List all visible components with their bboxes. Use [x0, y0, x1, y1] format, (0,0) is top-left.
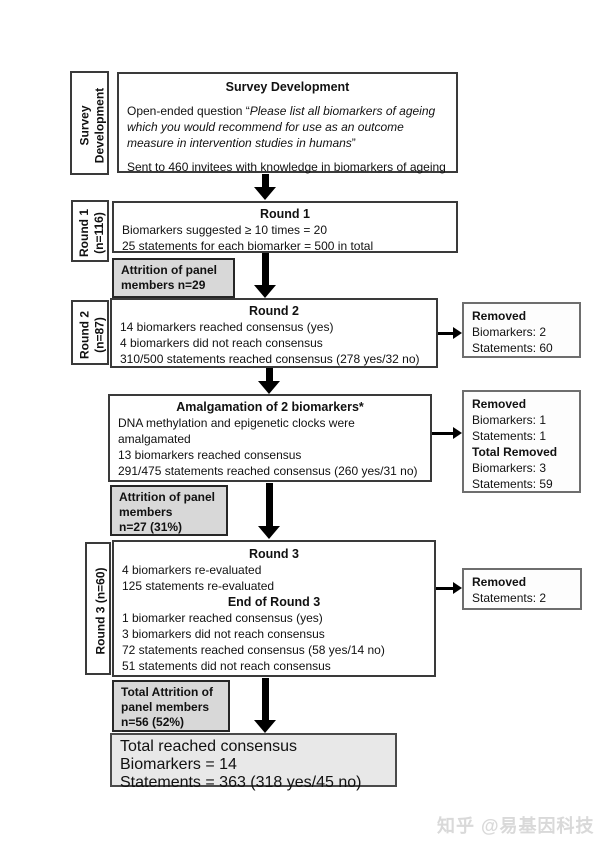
- arrow-down-icon: [258, 368, 280, 394]
- removed-line: Statements: 1: [472, 429, 547, 443]
- attrition-round-1-box: Attrition of panel members n=29: [112, 258, 235, 298]
- stage-label-survey-development: Survey Development: [70, 71, 109, 175]
- stage-label-text: Round 1: [77, 209, 91, 257]
- removed-title: Removed: [472, 575, 527, 589]
- removed-line: Statements: 59: [472, 477, 553, 491]
- attrition-line: Attrition of panel: [119, 490, 215, 504]
- box-line: 51 statements did not reach consensus: [122, 659, 331, 673]
- attrition-line: members n=29: [121, 278, 206, 292]
- arrow-down-icon: [254, 174, 276, 200]
- stage-label-round-1: Round 1 (n=116): [71, 200, 109, 262]
- box-line: Biomarkers = 14: [120, 756, 237, 773]
- box-line: 4 biomarkers did not reach consensus: [120, 336, 323, 350]
- survey-question: Open-ended question “Please list all bio…: [127, 104, 436, 150]
- box-line: Statements = 363 (318 yes/45 no): [120, 774, 362, 791]
- total-consensus-box: Total reached consensus Biomarkers = 14 …: [110, 733, 397, 791]
- box-title: Amalgamation of 2 biomarkers*: [176, 400, 364, 414]
- stage-label-round-3: Round 3 (n=60): [85, 542, 111, 675]
- box-line: DNA methylation and epigenetic clocks we…: [118, 416, 355, 446]
- removed-line: Biomarkers: 1: [472, 413, 547, 427]
- attrition-line: panel members: [121, 700, 210, 714]
- box-line: 1 biomarker reached consensus (yes): [122, 611, 323, 625]
- removed-line: Statements: 2: [472, 591, 547, 605]
- stage-label-text: (n=116): [92, 212, 106, 254]
- round-2-box: Round 2 14 biomarkers reached consensus …: [110, 298, 438, 368]
- removed-total-title: Total Removed: [472, 445, 558, 459]
- stage-label-text: Round 2: [77, 310, 91, 359]
- box-line: Biomarkers suggested ≥ 10 times = 20: [122, 223, 328, 237]
- survey-development-box: Survey Development Open-ended question “…: [117, 72, 458, 174]
- box-subtitle: End of Round 3: [227, 595, 321, 609]
- box-title: Round 1: [260, 207, 310, 221]
- box-line: 3 biomarkers did not reach consensus: [122, 627, 325, 641]
- box-line: 25 statements for each biomarker = 500 i…: [122, 239, 374, 253]
- attrition-line: n=56 (52%): [121, 715, 185, 729]
- attrition-line: members: [119, 505, 173, 519]
- box-title: Round 3: [249, 547, 299, 561]
- box-title: Round 2: [249, 304, 299, 318]
- removed-round-3-box: Removed Statements: 2: [462, 568, 582, 610]
- removed-line: Biomarkers: 3: [472, 461, 547, 475]
- zhihu-watermark: 知乎 @易基因科技: [437, 816, 595, 836]
- arrow-down-icon: [254, 253, 276, 298]
- stage-label-round-2: Round 2 (n=87): [71, 300, 109, 365]
- box-line: 125 statements re-evaluated: [122, 579, 275, 593]
- stage-label-text: Development: [91, 87, 106, 163]
- removed-line: Biomarkers: 2: [472, 325, 547, 339]
- round-3-box: Round 3 4 biomarkers re-evaluated 125 st…: [112, 540, 436, 677]
- removed-title: Removed: [472, 397, 527, 411]
- box-line: 291/475 statements reached consensus (26…: [118, 464, 418, 478]
- box-line: 14 biomarkers reached consensus (yes): [120, 320, 334, 334]
- removed-line: Statements: 60: [472, 341, 553, 355]
- stage-label-text: Survey: [76, 104, 91, 146]
- attrition-line: Total Attrition of: [121, 685, 213, 699]
- stage-label-text: (n=87): [92, 316, 106, 353]
- attrition-line: n=27 (31%): [119, 520, 183, 534]
- removed-title: Removed: [472, 309, 527, 323]
- box-line: 310/500 statements reached consensus (27…: [120, 352, 420, 366]
- box-line: 72 statements reached consensus (58 yes/…: [122, 643, 385, 657]
- amalgamation-box: Amalgamation of 2 biomarkers* DNA methyl…: [108, 394, 432, 482]
- box-title: Total reached consensus: [120, 738, 297, 755]
- box-title: Survey Development: [225, 80, 350, 94]
- removed-round-2-box: Removed Biomarkers: 2 Statements: 60: [462, 302, 581, 358]
- arrow-right-icon: [432, 426, 462, 440]
- arrow-right-icon: [436, 581, 462, 595]
- survey-sent-line: Sent to 460 invitees with knowledge in b…: [127, 160, 446, 174]
- box-line: 13 biomarkers reached consensus: [118, 448, 302, 462]
- attrition-total-box: Total Attrition of panel members n=56 (5…: [112, 680, 230, 732]
- survey-question-italic: Please list all biomarkers of ageing whi…: [127, 104, 436, 150]
- attrition-round-2-box: Attrition of panel members n=27 (31%): [110, 485, 228, 536]
- round-1-box: Round 1 Biomarkers suggested ≥ 10 times …: [112, 201, 458, 253]
- removed-amalgamation-box: Removed Biomarkers: 1 Statements: 1 Tota…: [462, 390, 581, 493]
- arrow-down-icon: [254, 678, 276, 733]
- box-line: 4 biomarkers re-evaluated: [122, 563, 262, 577]
- arrow-right-icon: [438, 326, 462, 340]
- stage-label-text: Round 3 (n=60): [92, 567, 107, 655]
- attrition-line: Attrition of panel: [121, 263, 217, 277]
- arrow-down-icon: [258, 483, 280, 539]
